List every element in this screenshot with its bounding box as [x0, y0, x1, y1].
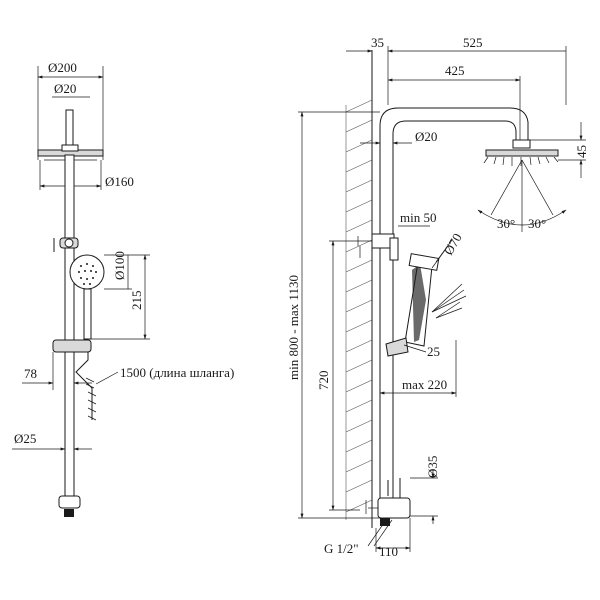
rail-holder	[385, 337, 409, 357]
hand-shower-handle	[83, 288, 92, 340]
dim-hand-70: Ø70	[441, 231, 465, 258]
side-view: 35 525 425 Ø20 45 3	[286, 35, 589, 559]
front-view: Ø200 Ø20 Ø160	[12, 60, 234, 517]
holder	[52, 339, 92, 353]
dim-hand-diameter: Ø100	[112, 251, 127, 280]
dim-total-height: min 800 - max 1130	[286, 275, 301, 380]
dim-fitting-35: Ø35	[425, 456, 440, 478]
dim-arm-diameter: Ø20	[54, 81, 76, 96]
dim-head-height: 45	[574, 145, 589, 158]
hose	[75, 352, 93, 420]
dim-head-diameter: Ø200	[48, 60, 77, 75]
dim-hand-height: 215	[129, 291, 144, 311]
dim-110: 110	[379, 544, 398, 559]
bottom-fitting	[58, 495, 81, 509]
shower-head-side	[512, 139, 531, 149]
dim-wall-offset: 35	[371, 35, 384, 50]
riser-pipe	[379, 107, 529, 500]
angle-right: 30°	[528, 216, 546, 231]
dim-720: 720	[316, 371, 331, 391]
hand-shower-side	[404, 253, 440, 347]
dim-min-50: min 50	[400, 210, 436, 225]
dim-25: 25	[427, 344, 440, 359]
hose-length-label: 1500 (длина шланга)	[120, 365, 234, 380]
thread-size: G 1/2"	[324, 541, 359, 556]
dim-holder-offset: 78	[24, 366, 37, 381]
rail	[64, 154, 75, 501]
dim-plate-diameter: Ø160	[105, 174, 134, 189]
dim-max-220: max 220	[402, 377, 447, 392]
dim-pipe-diameter: Ø20	[415, 129, 437, 144]
dim-arm-reach: 525	[463, 35, 483, 50]
dim-arm-425: 425	[445, 63, 465, 78]
angle-left: 30°	[497, 216, 515, 231]
dim-rail-diameter: Ø25	[14, 431, 36, 446]
arm-pipe	[65, 109, 74, 151]
wall-hatch	[345, 99, 373, 520]
lower-fitting	[377, 497, 411, 519]
hand-shower-head	[69, 254, 105, 290]
hand-spray	[431, 283, 467, 319]
